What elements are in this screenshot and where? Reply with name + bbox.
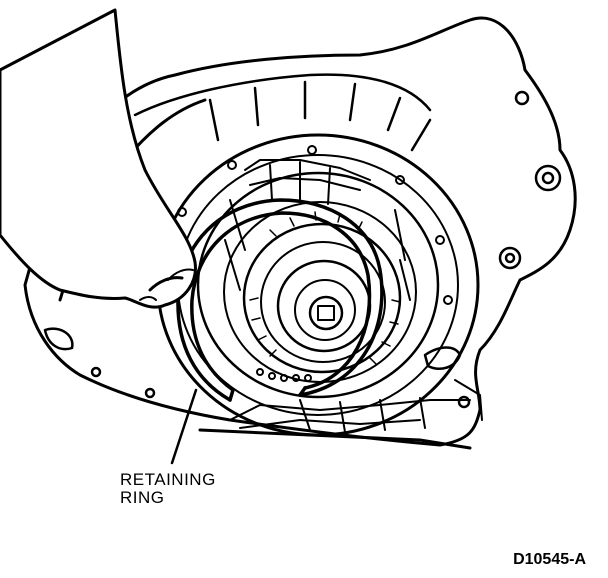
retaining-ring [176, 198, 384, 402]
mounting-bosses [43, 90, 562, 409]
callout-label-line2: RING [120, 488, 165, 507]
figure-id: D10545-A [513, 551, 586, 568]
callout-label-line1: RETAINING [120, 470, 216, 489]
clutch-pack-details [224, 159, 411, 301]
spline-teeth [249, 211, 401, 365]
callout-leader [170, 388, 198, 465]
case-ribs [133, 73, 432, 152]
technician-hand [0, 8, 197, 309]
perimeter-holes [177, 145, 453, 382]
